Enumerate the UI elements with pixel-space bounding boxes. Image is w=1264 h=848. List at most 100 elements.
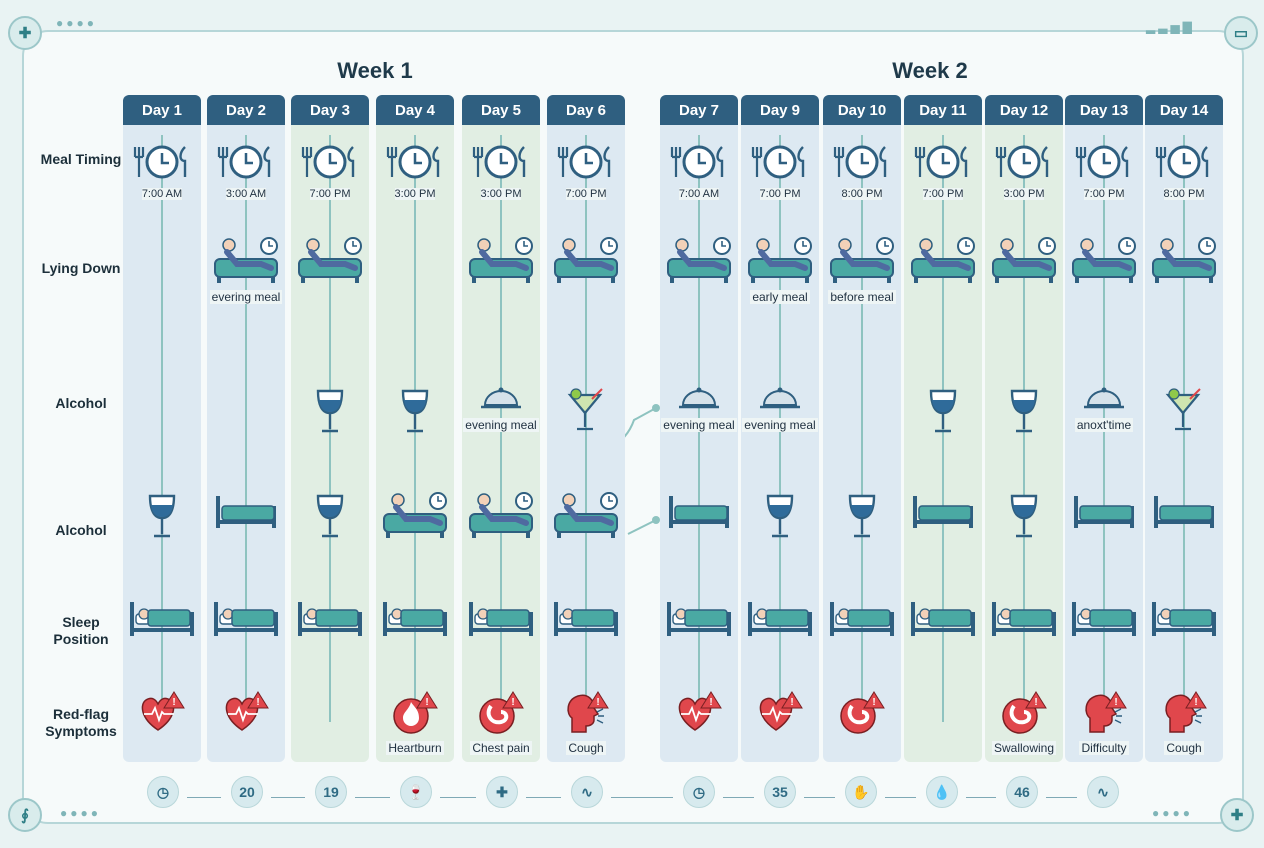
medical-kit-icon: ✚	[8, 16, 42, 50]
heartburn-alert-icon: !	[391, 690, 439, 741]
sleep-position-cell	[291, 594, 369, 643]
svg-text:!: !	[596, 697, 599, 708]
lying-down-caption: before meal	[828, 290, 896, 304]
decorative-dots: ●●●●	[60, 806, 101, 820]
symptom-label: Cough	[1164, 741, 1204, 755]
meal-time: 7:00 PM	[565, 188, 607, 200]
day-header: Day 13	[1065, 95, 1143, 125]
day-header: Day 7	[660, 95, 738, 125]
wine-glass-icon	[395, 387, 435, 442]
meal-clock-icon	[747, 143, 813, 186]
wine-glass-icon	[760, 492, 800, 547]
alcohol-2-cell	[741, 492, 819, 547]
clock-icon: ◷	[683, 776, 715, 808]
day-header: Day 1	[123, 95, 201, 125]
row-label-sleep-position: Sleep Position	[53, 614, 109, 647]
symptom-label: Swallowing	[991, 741, 1057, 755]
svg-text:!: !	[1114, 697, 1117, 708]
row-label-lying-down: Lying Down	[41, 260, 121, 276]
alcohol-cell: evening meal	[660, 367, 738, 432]
lying-on-sofa-icon	[991, 237, 1057, 290]
heart-alert-icon: !	[675, 690, 723, 739]
trend-icon: ∿	[571, 776, 603, 808]
sleeping-person-icon	[1150, 594, 1218, 643]
wine-glass-icon	[842, 492, 882, 547]
wine-glass-icon	[310, 387, 350, 442]
alcohol-caption: evening meal	[463, 418, 539, 432]
alcohol-2-cell	[904, 492, 982, 537]
meal-clock-icon	[991, 143, 1057, 186]
meal-timing-cell: 3:00 AM	[207, 143, 285, 200]
meal-time: 7:00 PM	[309, 188, 351, 200]
lying-on-sofa-icon	[553, 237, 619, 290]
meal-timing-cell: 8:00 PM	[823, 143, 901, 200]
lying-on-sofa-icon	[666, 237, 732, 290]
meal-timing-cell: 7:00 PM	[1065, 143, 1143, 200]
svg-text:!: !	[790, 697, 793, 708]
sleeping-person-icon	[212, 594, 280, 643]
decorative-dots: ●●●●	[56, 16, 97, 30]
timeline-value: 35	[764, 776, 796, 808]
alcohol-2-cell	[462, 492, 540, 545]
red-flag-symptom-cell: !	[123, 690, 201, 739]
alcohol-2-cell	[1145, 492, 1223, 537]
day-connector-line	[161, 135, 163, 722]
day-connector-line	[861, 135, 863, 722]
meal-clock-icon	[1071, 143, 1137, 186]
lying-down-cell: early meal	[741, 237, 819, 304]
first-aid-kit-icon: ✚	[486, 776, 518, 808]
alcohol-2-cell	[1065, 492, 1143, 537]
timeline-value: 19	[315, 776, 347, 808]
cocktail-glass-icon	[565, 387, 607, 438]
sleeping-person-icon	[552, 594, 620, 643]
meal-time: 3:00 PM	[1003, 188, 1045, 200]
symptom-label: Heartburn	[386, 741, 444, 755]
hand-icon: ✋	[845, 776, 877, 808]
sleep-position-cell	[741, 594, 819, 643]
meal-clock-icon	[829, 143, 895, 186]
lying-on-sofa-icon	[468, 237, 534, 290]
meal-time: 3:00 PM	[480, 188, 522, 200]
lying-down-cell	[462, 237, 540, 290]
timeline-connector	[526, 797, 561, 798]
alcohol-2-cell	[660, 492, 738, 537]
meal-time: 7:00 PM	[759, 188, 801, 200]
meal-timing-cell: 7:00 PM	[741, 143, 819, 200]
bed-icon	[1152, 492, 1216, 537]
timeline-connector	[440, 797, 476, 798]
sleep-position-cell	[660, 594, 738, 643]
timeline-value: 46	[1006, 776, 1038, 808]
sleep-position-cell	[547, 594, 625, 643]
droplet-icon: 💧	[926, 776, 958, 808]
alcohol-cell	[904, 367, 982, 442]
lying-on-sofa-icon	[1151, 237, 1217, 290]
alcohol-cell: evening meal	[741, 367, 819, 432]
meal-clock-icon	[382, 143, 448, 186]
stomach-alert-icon: !	[477, 690, 525, 741]
meal-cloche-icon	[1082, 383, 1126, 418]
svg-text:!: !	[172, 697, 175, 708]
meal-timing-cell: 7:00 PM	[291, 143, 369, 200]
lying-down-cell	[1065, 237, 1143, 290]
stethoscope-icon: ∮	[8, 798, 42, 832]
timeline-connector	[723, 797, 754, 798]
sleep-position-cell	[376, 594, 454, 643]
lying-down-cell	[547, 237, 625, 290]
meal-timing-cell: 7:00 AM	[123, 143, 201, 200]
red-flag-symptom-cell: !Chest pain	[462, 690, 540, 755]
sleep-position-cell	[904, 594, 982, 643]
meal-time: 8:00 PM	[841, 188, 883, 200]
sleep-position-cell	[123, 594, 201, 643]
row-label-alcohol-2: Alcohol	[55, 522, 107, 538]
alcohol-cell: evening meal	[462, 367, 540, 432]
cough-alert-icon: !	[1080, 690, 1128, 741]
sleep-position-cell	[823, 594, 901, 643]
sleeping-person-icon	[381, 594, 449, 643]
alcohol-2-cell	[376, 492, 454, 545]
lying-down-cell	[1145, 237, 1223, 290]
symptom-label: Cough	[566, 741, 606, 755]
meal-time: 7:00 AM	[141, 188, 183, 200]
